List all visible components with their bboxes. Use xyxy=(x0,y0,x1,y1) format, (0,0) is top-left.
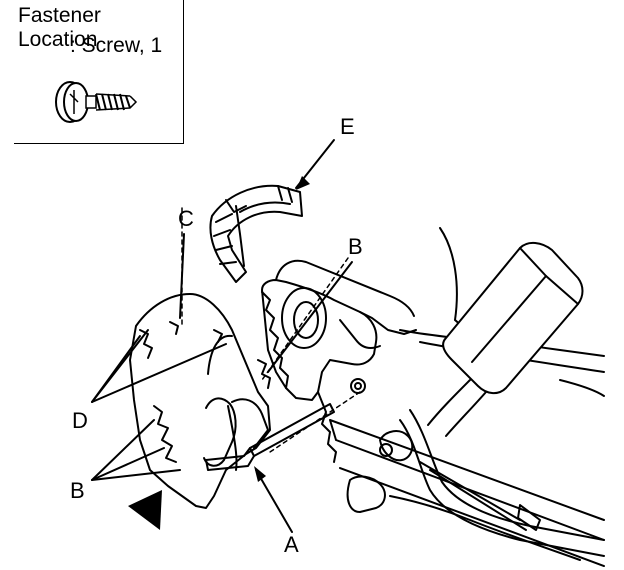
leader-b-lower-3 xyxy=(91,469,181,481)
leader-b-upper xyxy=(267,261,353,373)
callout-a: A xyxy=(284,532,299,557)
screw-icon xyxy=(55,81,138,123)
legend-subtitle: : Screw, 1 xyxy=(70,34,163,57)
fastener-legend: Fastener Location : Screw, 1 xyxy=(14,0,184,144)
callout-b-upper: B xyxy=(348,234,363,259)
leader-c xyxy=(179,233,185,319)
leader-b-lower-1 xyxy=(91,419,155,481)
arrowhead-e xyxy=(296,176,310,190)
leader-d-3 xyxy=(91,343,227,403)
trim-clip-e xyxy=(209,184,303,283)
leader-d-2 xyxy=(91,329,149,403)
side-cover-panel xyxy=(129,293,271,509)
arrowhead-a xyxy=(254,466,266,482)
callout-c: C xyxy=(178,206,194,231)
belt-buckle-housing xyxy=(442,242,584,394)
callout-b-lower: B xyxy=(70,478,85,503)
leader-b-lower-2 xyxy=(91,447,165,481)
leader-a xyxy=(255,469,293,533)
callout-e: E xyxy=(340,114,355,139)
triangle-arrow-icon xyxy=(128,490,162,530)
callout-d: D xyxy=(72,408,88,433)
legend-title: Fastener Location xyxy=(18,4,101,51)
